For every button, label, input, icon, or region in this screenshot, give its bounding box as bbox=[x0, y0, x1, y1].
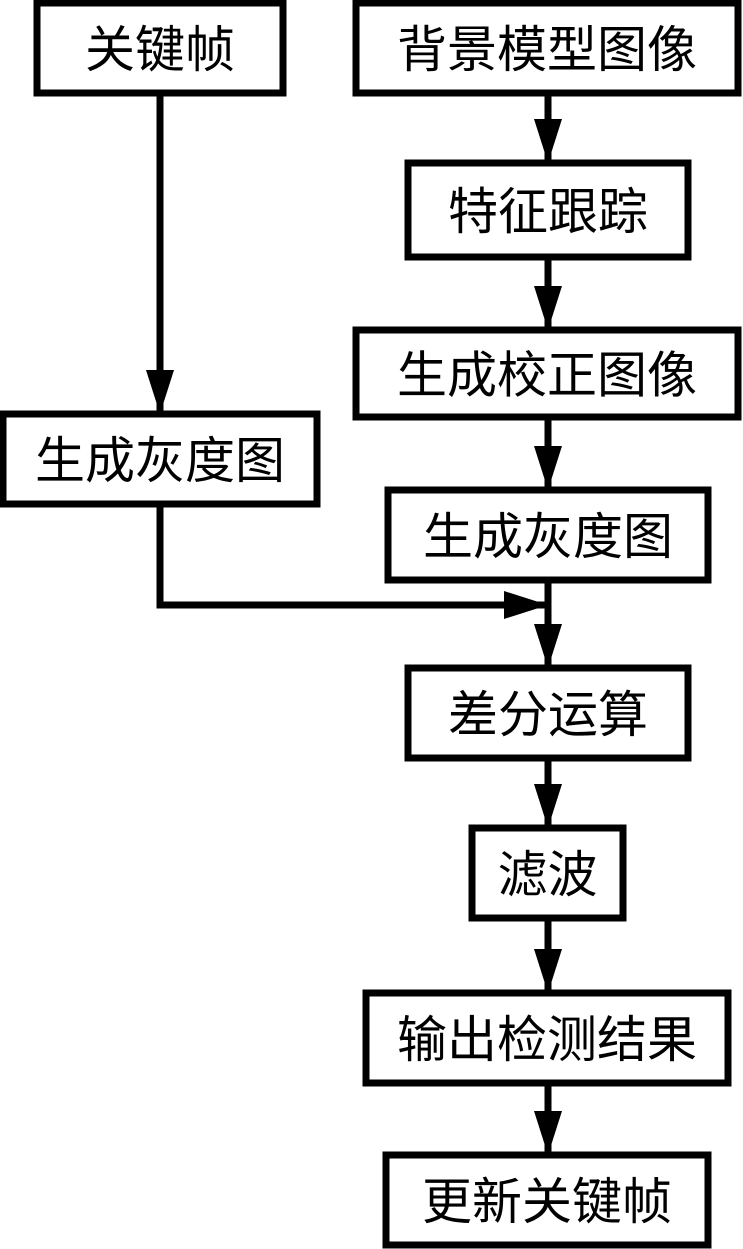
node-box bbox=[33, 0, 287, 97]
node-label: 生成灰度图 bbox=[35, 432, 285, 490]
edges bbox=[146, 93, 562, 1155]
node-gray-left: 生成灰度图 bbox=[0, 410, 321, 508]
arrow-down-icon bbox=[534, 119, 562, 163]
node-box bbox=[404, 159, 692, 261]
edge-gray-left-to-difference bbox=[156, 504, 548, 609]
node-box bbox=[468, 824, 627, 922]
arrow-down-icon bbox=[534, 624, 562, 668]
arrow-down-icon bbox=[534, 286, 562, 330]
node-box bbox=[352, 326, 742, 421]
arrow-down-icon bbox=[534, 949, 562, 993]
arrow-down-icon bbox=[534, 784, 562, 828]
node-filter: 滤波 bbox=[468, 824, 627, 922]
node-label: 背景模型图像 bbox=[397, 21, 697, 79]
arrow-right-icon bbox=[504, 591, 548, 619]
node-label: 生成灰度图 bbox=[423, 508, 673, 566]
arrow-down-icon bbox=[146, 370, 174, 414]
node-label: 更新关键帧 bbox=[422, 1173, 672, 1231]
node-box bbox=[0, 410, 321, 508]
arrow-down-icon bbox=[534, 446, 562, 490]
node-label: 特征跟踪 bbox=[448, 183, 648, 241]
node-background: 背景模型图像 bbox=[352, 0, 742, 97]
node-box bbox=[352, 0, 742, 97]
node-gray-right: 生成灰度图 bbox=[384, 486, 712, 584]
node-box bbox=[384, 486, 712, 584]
node-label: 滤波 bbox=[498, 846, 598, 904]
node-box bbox=[382, 1151, 712, 1249]
node-difference: 差分运算 bbox=[404, 664, 692, 762]
node-box bbox=[404, 664, 692, 762]
node-output: 输出检测结果 bbox=[362, 989, 732, 1087]
node-keyframe: 关键帧 bbox=[33, 0, 287, 97]
node-box bbox=[362, 989, 732, 1087]
node-update-keyframe: 更新关键帧 bbox=[382, 1151, 712, 1249]
node-corrected-image: 生成校正图像 bbox=[352, 326, 742, 421]
node-label: 关键帧 bbox=[85, 21, 235, 79]
node-label: 生成校正图像 bbox=[397, 347, 697, 405]
node-label: 差分运算 bbox=[448, 686, 648, 744]
arrow-down-icon bbox=[534, 1111, 562, 1155]
node-label: 输出检测结果 bbox=[397, 1011, 697, 1069]
node-feature-tracking: 特征跟踪 bbox=[404, 159, 692, 261]
